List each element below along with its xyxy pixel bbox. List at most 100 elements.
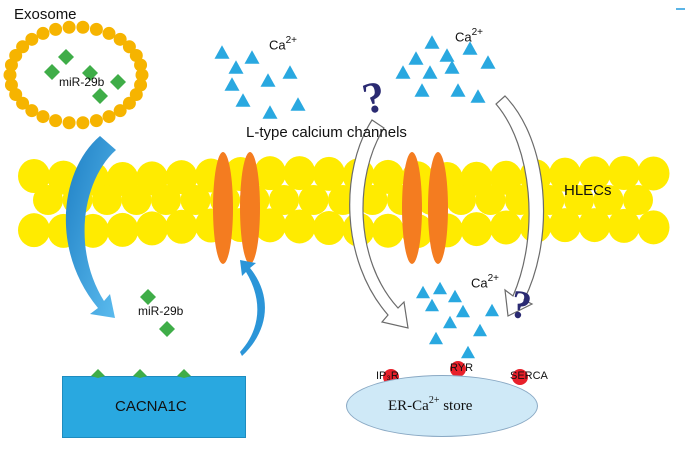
cacna1c-label: CACNA1C — [115, 398, 187, 415]
lipid-head — [490, 210, 522, 245]
exosome-to-cytosol-arrow — [65, 136, 116, 318]
calcium-ion-icon — [462, 41, 478, 55]
calcium-influx-arrow — [349, 119, 409, 329]
mir29b-exosome-label: miR-29b — [59, 75, 105, 89]
lipid-head — [593, 185, 624, 215]
mirna-diamond-icon — [58, 49, 74, 65]
calcium-ion-icon — [485, 303, 499, 317]
receptor-icon — [450, 361, 466, 377]
lipid-head — [165, 209, 198, 244]
arrows — [65, 95, 545, 356]
exosome-bead — [129, 88, 143, 102]
calcium-ion-icon — [228, 60, 244, 74]
exosome-bead — [16, 40, 30, 54]
calcium-ion-icon — [408, 51, 424, 65]
exosome-bead — [135, 68, 149, 82]
channel-subunit — [402, 152, 422, 264]
calcium-ion-icon — [425, 298, 439, 312]
exosome-bead — [113, 32, 127, 46]
mirna-diamond-icon — [44, 64, 60, 80]
ip3r-label: IP₃R — [376, 370, 399, 382]
l-type-channels-label: L-type calcium channels — [246, 124, 407, 141]
lipid-head — [121, 185, 152, 215]
hlecs-label: HLECs — [564, 182, 612, 199]
exosome-bead — [36, 26, 50, 40]
er-calcium-store — [346, 375, 538, 437]
calcium-ion-icon — [395, 65, 411, 79]
exosome-bead — [89, 114, 103, 128]
calcium-ion-icon — [480, 55, 496, 69]
calcium-ion-icon — [224, 77, 240, 91]
lipid-head — [372, 213, 404, 248]
lipid-head — [357, 185, 388, 215]
lipid-head — [283, 156, 316, 191]
calcium-ion-icon — [433, 281, 447, 295]
lipid-head — [254, 208, 286, 243]
calcium-ion-icon — [244, 50, 260, 64]
exosome-bead — [76, 20, 90, 34]
cacna1c-to-channel-arrow — [240, 260, 265, 356]
calcium-ion-icon — [414, 83, 430, 97]
calcium-ion-icon — [424, 35, 440, 49]
calcium-ion-icon — [262, 105, 278, 119]
calcium-ion-icon — [422, 65, 438, 79]
lipid-head — [549, 208, 581, 243]
calcium-ion-icon — [260, 73, 276, 87]
lipid-head — [106, 212, 139, 247]
mirna-diamond-icon — [159, 321, 175, 337]
mir29b-cytosol-label: miR-29b — [138, 304, 184, 318]
exosome-bead — [102, 26, 116, 40]
calcium-ion-icon — [456, 304, 470, 318]
calcium-ion-icon — [416, 285, 430, 299]
mirna-molecules — [44, 49, 175, 337]
receptor-icon — [512, 369, 528, 385]
serca-label: SERCA — [510, 370, 548, 382]
exosome-bead — [25, 104, 39, 118]
exosome-bead — [9, 48, 23, 62]
exosome-bead — [122, 40, 136, 54]
calcium-ion-icon — [473, 323, 487, 337]
exosome-bead — [76, 116, 90, 130]
calcium-ion-icon — [444, 60, 460, 74]
calcium-ion-icon — [214, 45, 230, 59]
calcium-label-left: Ca2+ — [269, 35, 298, 53]
exosome-bead — [4, 78, 18, 92]
mirna-diamond-icon — [140, 289, 156, 305]
lipid-head — [283, 209, 316, 244]
lipid-head — [313, 156, 345, 191]
corner-marker — [676, 8, 685, 10]
calcium-label-right: Ca2+ — [455, 27, 484, 45]
mirna-diamond-icon — [110, 74, 126, 90]
exosome-bead — [113, 104, 127, 118]
lipid-head — [313, 211, 345, 246]
mirna-diamond-icon — [82, 65, 98, 81]
mirna-diamond-icon — [92, 88, 108, 104]
exosome-bead — [134, 58, 148, 72]
lipid-head — [564, 185, 594, 215]
lipid-head — [18, 159, 50, 193]
lipid-head — [505, 185, 535, 215]
calcium-ion-icon — [439, 48, 455, 62]
er-receptors — [383, 361, 528, 385]
lipid-head — [298, 185, 329, 215]
lipid-head — [269, 185, 299, 215]
lipid-head — [77, 213, 109, 248]
calcium-ion-icon — [448, 289, 462, 303]
lipid-head — [18, 213, 50, 248]
exosome-bead — [102, 110, 116, 124]
lipid-head — [33, 185, 63, 215]
exosome-bead — [49, 22, 63, 36]
calcium-ion-icon — [450, 83, 466, 97]
calcium-label-er: Ca2+ — [471, 273, 500, 291]
l-type-calcium-channels — [213, 152, 448, 264]
lipid-head — [151, 185, 181, 215]
cacna1c-gene-box — [62, 376, 246, 438]
exosome-bead — [3, 68, 17, 82]
mirna-bound-icon — [177, 369, 191, 378]
calcium-ions — [214, 35, 499, 359]
exosome-bead — [62, 116, 76, 130]
er-store-label: ER-Ca2+ store — [388, 395, 473, 414]
